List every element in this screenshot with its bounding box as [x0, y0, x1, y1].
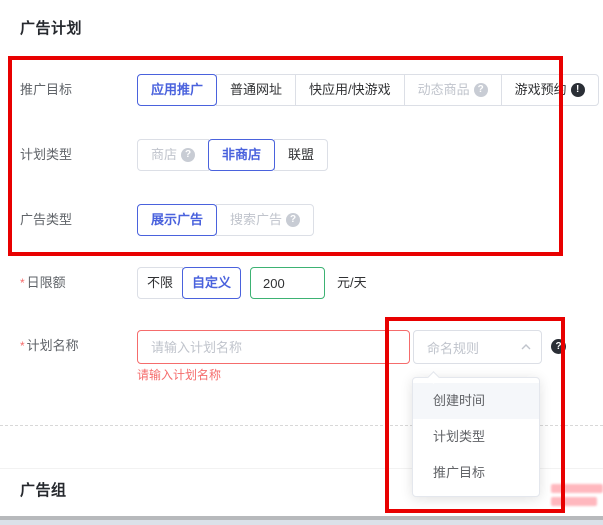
daily-limit-label: *日限额 — [20, 275, 66, 290]
ad-type-option-search: 搜索广告 ? — [216, 204, 315, 236]
plan-type-option-nonstore[interactable]: 非商店 — [208, 139, 276, 171]
promo-target-option-web[interactable]: 普通网址 — [216, 74, 297, 106]
ad-type-option-display[interactable]: 展示广告 — [137, 204, 218, 236]
plan-type-option-store: 商店 ? — [137, 139, 210, 171]
ad-type-button-group: 展示广告 搜索广告 ? — [137, 204, 315, 236]
section-divider — [0, 468, 603, 469]
naming-rule-select[interactable]: 命名规则 — [413, 330, 542, 364]
row-ad-type: 广告类型 展示广告 搜索广告 ? — [0, 204, 603, 238]
naming-rule-placeholder: 命名规则 — [427, 340, 480, 356]
plan-name-input[interactable] — [137, 330, 410, 364]
dropdown-option-promo-target[interactable]: 推广目标 — [433, 465, 486, 480]
plan-type-label: 计划类型 — [20, 147, 73, 162]
promo-target-button-group: 应用推广 普通网址 快应用/快游戏 动态商品 ? 游戏预约 ! — [137, 74, 599, 106]
dropdown-arrow — [427, 371, 440, 384]
page-title-adgroup: 广告组 — [20, 482, 67, 499]
required-asterisk: * — [20, 276, 25, 290]
row-promo-target: 推广目标 应用推广 普通网址 快应用/快游戏 动态商品 ? 游戏预约 ! — [0, 74, 603, 108]
daily-limit-option-custom[interactable]: 自定义 — [182, 267, 242, 299]
promo-target-option-quickapp[interactable]: 快应用/快游戏 — [295, 74, 405, 106]
daily-limit-amount-input[interactable] — [250, 267, 326, 299]
dropdown-option-plan-type[interactable]: 计划类型 — [433, 429, 486, 444]
exclamation-icon[interactable]: ! — [570, 83, 585, 97]
row-daily-limit: *日限额 不限 自定义 元/天 — [0, 267, 603, 301]
bottom-scrollbar[interactable] — [0, 516, 603, 520]
required-asterisk: * — [20, 339, 25, 353]
page-title-campaign: 广告计划 — [20, 20, 83, 37]
section-dashed-divider — [0, 425, 603, 426]
promo-target-option-app[interactable]: 应用推广 — [137, 74, 218, 106]
row-plan-name: *计划名称 请输入计划名称 命名规则 ? — [0, 330, 603, 382]
naming-rule-dropdown: 创建时间 计划类型 推广目标 — [412, 371, 540, 497]
row-plan-type: 计划类型 商店 ? 非商店 联盟 — [0, 139, 603, 173]
promo-target-option-dynamic-goods: 动态商品 ? — [403, 74, 502, 106]
daily-limit-button-group: 不限 自定义 — [137, 267, 242, 299]
promo-target-label: 推广目标 — [20, 82, 73, 97]
plan-name-error: 请输入计划名称 — [137, 368, 222, 382]
daily-limit-option-unlimited[interactable]: 不限 — [137, 267, 184, 299]
question-icon[interactable]: ? — [286, 213, 301, 227]
bottom-edge-bar — [0, 520, 603, 525]
dropdown-option-create-time[interactable]: 创建时间 — [413, 383, 539, 419]
naming-rule-help-icon[interactable]: ? — [551, 339, 566, 354]
plan-type-button-group: 商店 ? 非商店 联盟 — [137, 139, 329, 171]
question-icon[interactable]: ? — [473, 83, 488, 97]
plan-name-label: *计划名称 — [20, 338, 79, 353]
daily-limit-unit: 元/天 — [337, 275, 367, 290]
chevron-up-icon — [521, 344, 531, 350]
watermark — [545, 482, 603, 508]
plan-type-option-alliance[interactable]: 联盟 — [274, 139, 329, 171]
promo-target-option-game-reserve[interactable]: 游戏预约 ! — [500, 74, 599, 106]
question-icon[interactable]: ? — [181, 148, 196, 162]
ad-type-label: 广告类型 — [20, 212, 73, 227]
